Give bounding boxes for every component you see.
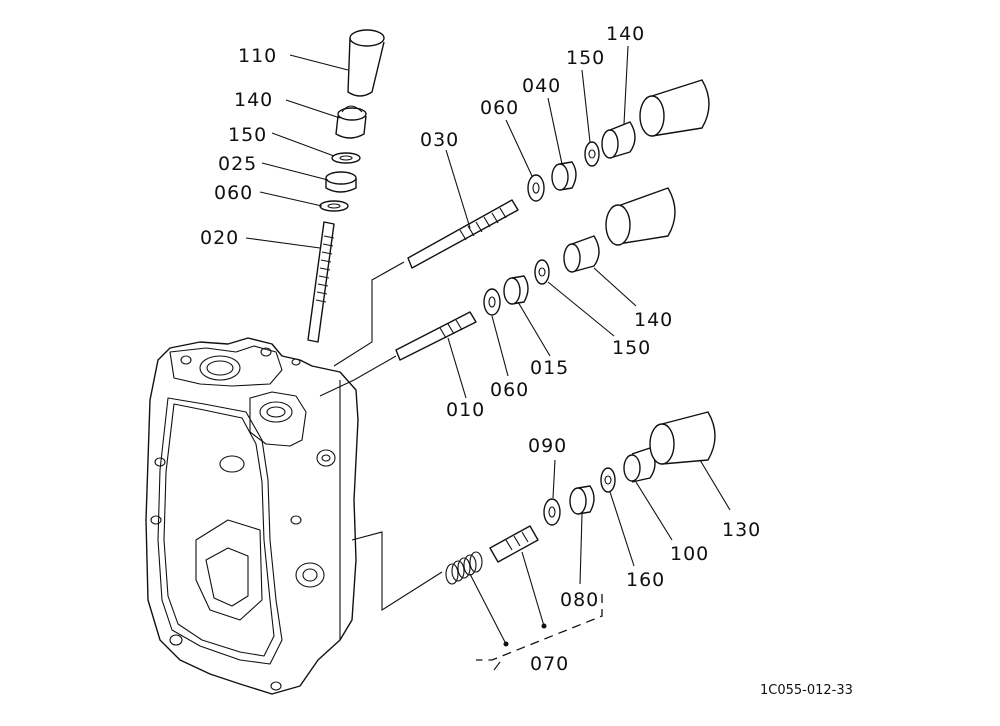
label-130: 130 xyxy=(722,519,761,541)
label-070: 070 xyxy=(530,653,569,675)
part-080-nut xyxy=(569,485,595,515)
part-010-adjust-screw xyxy=(395,311,477,361)
part-100-plug xyxy=(623,447,656,483)
part-060-washer-upper xyxy=(527,174,545,202)
label-150-middle: 150 xyxy=(612,337,651,359)
part-labels: 110 140 150 025 060 020 030 060 040 150 … xyxy=(200,23,761,675)
part-150-washer-vertical xyxy=(331,152,361,164)
part-150-washer-upper xyxy=(584,141,600,167)
part-160-washer xyxy=(600,467,616,493)
part-060-washer-vertical xyxy=(319,200,349,212)
label-080: 080 xyxy=(560,589,599,611)
part-040-nut xyxy=(551,161,577,191)
part-015-nut xyxy=(503,275,529,305)
label-020: 020 xyxy=(200,227,239,249)
label-150-vertical: 150 xyxy=(228,124,267,146)
label-160: 160 xyxy=(626,569,665,591)
part-060-washer-middle xyxy=(483,288,501,316)
label-100: 100 xyxy=(670,543,709,565)
label-015: 015 xyxy=(530,357,569,379)
label-090: 090 xyxy=(528,435,567,457)
label-150-upper: 150 xyxy=(566,47,605,69)
part-150-washer-middle xyxy=(534,259,550,285)
leader-lines xyxy=(245,45,731,671)
label-040: 040 xyxy=(522,75,561,97)
label-140-upper: 140 xyxy=(606,23,645,45)
label-060-middle: 060 xyxy=(490,379,529,401)
part-090-washer xyxy=(543,498,561,526)
part-020-adjust-screw xyxy=(307,221,335,343)
part-140-plug-upper xyxy=(601,121,636,159)
part-130-sleeve-lower xyxy=(649,411,716,465)
label-010: 010 xyxy=(446,399,485,421)
part-130-sleeve-upper xyxy=(639,79,710,137)
assembly-guide-lines xyxy=(319,261,443,611)
part-030-adjust-screw xyxy=(407,199,519,269)
label-140-middle: 140 xyxy=(634,309,673,331)
label-060-vertical: 060 xyxy=(214,182,253,204)
part-140-plug-middle xyxy=(563,235,600,273)
label-025: 025 xyxy=(218,153,257,175)
part-spring xyxy=(445,551,483,585)
part-025-nut xyxy=(325,171,357,193)
part-sleeve-middle xyxy=(605,187,676,246)
valve-housing xyxy=(145,337,359,695)
diagram-reference-code: 1C055-012-33 xyxy=(760,683,853,698)
label-140-vertical: 140 xyxy=(234,89,273,111)
label-110: 110 xyxy=(238,45,277,67)
label-060-upper: 060 xyxy=(480,97,519,119)
part-140-plug-vertical xyxy=(335,105,367,139)
label-030: 030 xyxy=(420,129,459,151)
part-adjust-screw-lower xyxy=(489,525,539,563)
part-110-sleeve xyxy=(347,29,385,97)
